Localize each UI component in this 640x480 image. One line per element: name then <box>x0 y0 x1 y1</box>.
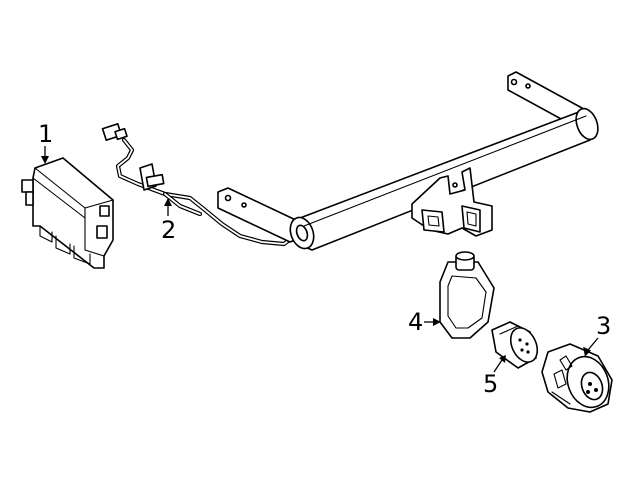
socket-bracket <box>439 251 495 339</box>
tow-socket <box>541 343 613 413</box>
callout-4-label: 4 <box>408 308 423 336</box>
callout-5: 5 <box>483 355 506 398</box>
callout-4: 4 <box>408 308 441 336</box>
callout-2: 2 <box>161 198 176 244</box>
callout-2-label: 2 <box>161 216 176 244</box>
callout-3-label: 3 <box>596 312 611 340</box>
control-module <box>21 157 114 269</box>
callout-5-label: 5 <box>483 370 498 398</box>
callout-3: 3 <box>583 312 611 357</box>
callout-1: 1 <box>38 120 53 164</box>
connector-plug <box>491 321 539 369</box>
wiring-harness <box>101 123 295 247</box>
callout-1-label: 1 <box>38 120 53 148</box>
tow-bar-crossmember <box>217 71 599 251</box>
